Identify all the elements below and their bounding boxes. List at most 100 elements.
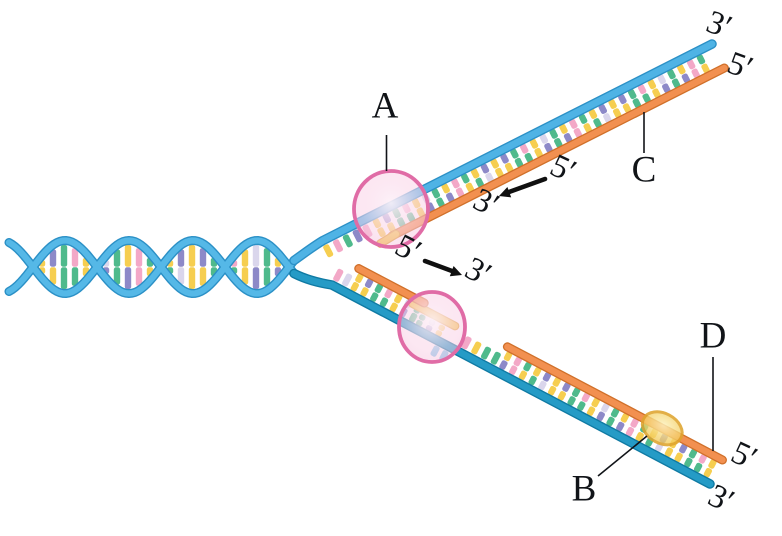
unpaired-base <box>333 268 344 282</box>
base-pair-half <box>679 443 688 454</box>
base-pair-half <box>49 249 57 267</box>
base-pair-half <box>625 426 635 437</box>
base-pair-half <box>500 153 509 164</box>
base-pair-half <box>374 283 384 294</box>
base-pair-half <box>563 133 573 143</box>
base-pair-half <box>446 192 455 203</box>
top-branch <box>289 39 729 266</box>
base-pair-half <box>470 168 480 179</box>
base-pair-half <box>71 267 79 286</box>
base-pair-half <box>627 89 637 100</box>
base-pair-half <box>355 273 364 283</box>
base-pair-half <box>691 68 700 79</box>
bottom-branch <box>289 264 727 489</box>
base-pair-half <box>534 147 543 158</box>
unpaired-base <box>480 346 492 360</box>
top-unpaired-bases <box>323 224 373 258</box>
base-pair-half <box>606 416 615 427</box>
base-pair-half <box>49 267 57 285</box>
base-pair-half <box>441 183 450 194</box>
base-pair-half <box>360 287 369 297</box>
base-pair-half <box>490 158 500 169</box>
leading-strand <box>389 64 728 239</box>
base-pair-half <box>632 98 642 109</box>
base-pair-half <box>544 142 553 153</box>
base-pair-half <box>603 113 612 123</box>
base-pair-half <box>557 391 567 401</box>
leading-duplex-base-pairs <box>372 54 710 238</box>
unpaired-base <box>352 229 363 243</box>
unpaired-base <box>461 336 472 350</box>
base-pair-half <box>703 467 713 478</box>
base-pair-half <box>591 397 600 408</box>
base-pair-half <box>364 278 374 289</box>
base-pair-half <box>693 462 703 473</box>
base-pair-half <box>431 188 441 199</box>
base-pair-half <box>671 78 681 89</box>
base-pair-half <box>586 406 596 416</box>
base-pair-half <box>518 370 528 381</box>
base-pair-half <box>199 267 207 286</box>
base-pair-half <box>533 366 542 377</box>
lagging-duplex-base-pairs <box>350 273 717 478</box>
base-pair-half <box>514 157 524 168</box>
unpaired-base <box>332 239 344 253</box>
base-pair-half <box>523 361 532 372</box>
base-pair-half <box>475 177 484 188</box>
base-pair-half <box>596 411 605 422</box>
base-pair-half <box>113 267 121 285</box>
lagging-direction-arrow: 5′ 3′ <box>389 228 496 294</box>
base-pair-half <box>495 167 504 178</box>
base-pair-half <box>622 103 632 114</box>
helix-base-pairs <box>38 245 282 289</box>
base-pair-half <box>588 109 598 119</box>
helix-ribbon-2 <box>5 237 298 297</box>
base-pair-half <box>681 73 691 84</box>
base-pair-half <box>135 248 143 267</box>
base-pair-half <box>608 99 617 110</box>
base-pair-half <box>177 249 185 267</box>
base-pair-half <box>524 152 534 163</box>
base-pair-half <box>508 365 518 375</box>
base-pair-half <box>598 104 608 115</box>
base-pair-half <box>71 248 79 267</box>
base-pair-half <box>657 74 666 85</box>
label-c: C <box>632 150 657 191</box>
base-pair-half <box>465 182 475 193</box>
base-pair-half <box>252 245 260 267</box>
base-pair-half <box>688 448 698 459</box>
base-pair-half <box>263 267 271 286</box>
base-pair-half <box>601 402 610 413</box>
pointer-lines <box>385 112 714 477</box>
base-pair-half <box>567 396 576 406</box>
leading-arrow-head <box>499 187 512 198</box>
base-pair-half <box>370 292 379 302</box>
base-pair-half <box>547 385 557 396</box>
base-pair-half <box>241 267 249 285</box>
base-pair-half <box>124 245 132 267</box>
base-pair-half <box>394 293 403 304</box>
base-pair-half <box>569 118 578 129</box>
base-pair-half <box>696 54 706 65</box>
double-helix <box>4 235 299 299</box>
base-pair-half <box>528 375 537 386</box>
base-pair-half <box>379 297 389 307</box>
base-pair-half <box>677 64 686 75</box>
base-pair-half <box>674 452 683 463</box>
base-pair-half <box>667 69 676 80</box>
base-pair-half <box>554 137 563 148</box>
unpaired-base <box>490 351 501 365</box>
base-pair-half <box>451 178 460 189</box>
polymerase-circle-a <box>352 169 430 249</box>
base-pair-half <box>188 245 196 267</box>
base-pair-half <box>708 459 717 469</box>
label-b: B <box>572 469 597 510</box>
base-pair-half <box>612 108 622 118</box>
base-pair-half <box>571 387 581 398</box>
base-pair-half <box>542 372 552 382</box>
base-pair-half <box>618 94 627 105</box>
base-pair-half <box>135 267 143 286</box>
unpaired-base <box>342 273 353 287</box>
unpaired-base <box>323 244 334 258</box>
